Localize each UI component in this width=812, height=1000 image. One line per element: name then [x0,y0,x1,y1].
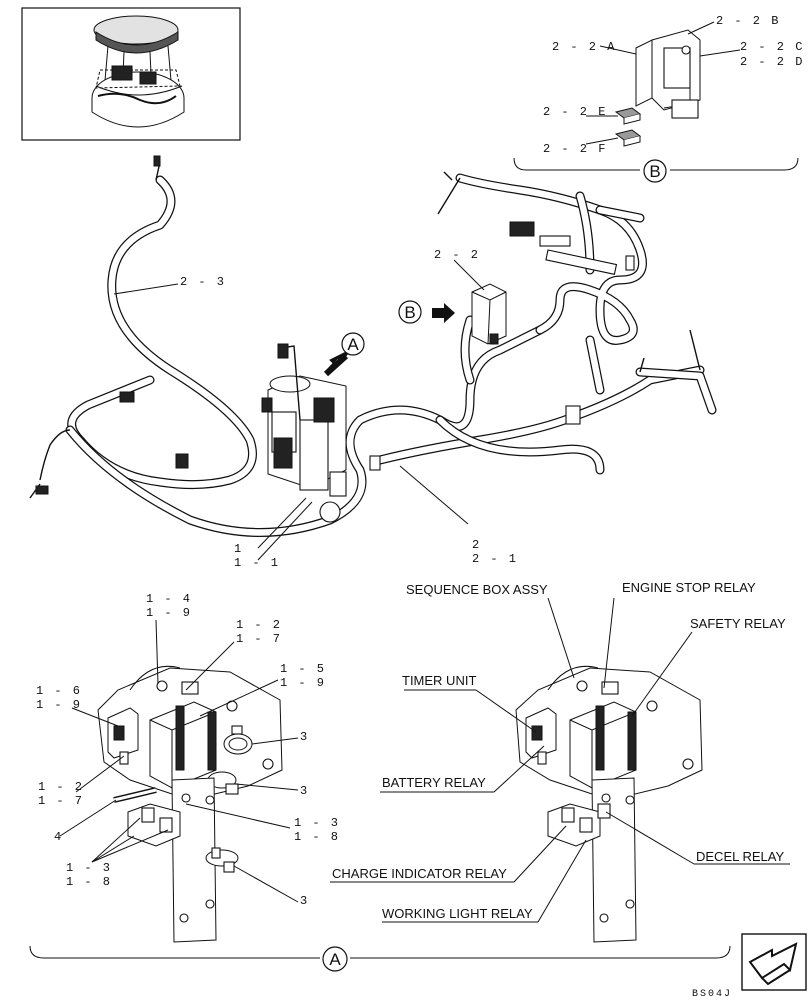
callout-1-3a: 1 - 3 [66,861,112,875]
label-battery-relay: BATTERY RELAY [382,775,486,790]
view-letter-b-arrow: B [404,303,415,322]
label-timer-unit: TIMER UNIT [402,673,476,688]
callout-1-9b: 1 - 9 [280,676,326,690]
label-sequence-box-assy: SEQUENCE BOX ASSY [406,582,548,597]
harness-connectors [35,155,635,523]
label-decel-relay: DECEL RELAY [696,849,784,864]
label-charge-indicator-relay: CHARGE INDICATOR RELAY [332,866,507,881]
view-letter-b-section: B [649,162,660,181]
callout-2-2d: 2 - 2 D [740,55,804,69]
callout-1-8a: 1 - 8 [66,875,112,889]
callout-3b: 3 [300,784,309,798]
view-letter-a-section: A [329,950,341,969]
callout-2-2e: 2 - 2 E [543,105,607,119]
view-b-detail [513,21,799,183]
label-safety-relay: SAFETY RELAY [690,616,786,631]
callout-3c: 3 [300,894,309,908]
callout-4: 4 [54,830,63,844]
next-page-arrow-icon[interactable] [741,933,807,991]
label-engine-stop-relay: ENGINE STOP RELAY [622,580,756,595]
callout-1: 1 [234,542,243,556]
view-a-left-assembly [97,665,283,943]
callout-1-2b: 1 - 2 [38,780,84,794]
callout-1-5: 1 - 5 [280,662,326,676]
callout-2-2: 2 - 2 [434,248,480,262]
view-a-right-assembly [515,665,703,943]
label-working-light-relay: WORKING LIGHT RELAY [382,906,533,921]
view-letter-a-arrow: A [347,335,359,354]
callout-2: 2 [472,538,481,552]
callout-2-2a: 2 - 2 A [552,40,616,54]
callout-1-6: 1 - 6 [36,684,82,698]
callout-1-7a: 1 - 7 [236,632,282,646]
view-b-arrow [398,300,455,324]
callout-2-2b: 2 - 2 B [716,14,780,28]
callout-2-2f: 2 - 2 F [543,142,607,156]
callout-3a: 3 [300,730,309,744]
callout-1-9a: 1 - 9 [146,606,192,620]
wiring-harness [29,161,717,537]
callout-1-3b: 1 - 3 [294,816,340,830]
machine-thumbnail [21,7,241,141]
callout-1-7b: 1 - 7 [38,794,84,808]
callout-1-2a: 1 - 2 [236,618,282,632]
view-a-arrow [323,332,365,377]
drawing-code: BS04J [692,989,732,1000]
callout-1-1: 1 - 1 [234,556,280,570]
callout-1-9c: 1 - 9 [36,698,82,712]
callout-1-8b: 1 - 8 [294,830,340,844]
view-a-section-bracket [29,945,731,972]
callout-2-3: 2 - 3 [180,275,226,289]
callout-2-2c: 2 - 2 C [740,40,804,54]
callout-1-4: 1 - 4 [146,592,192,606]
callout-2-1: 2 - 1 [472,552,518,566]
